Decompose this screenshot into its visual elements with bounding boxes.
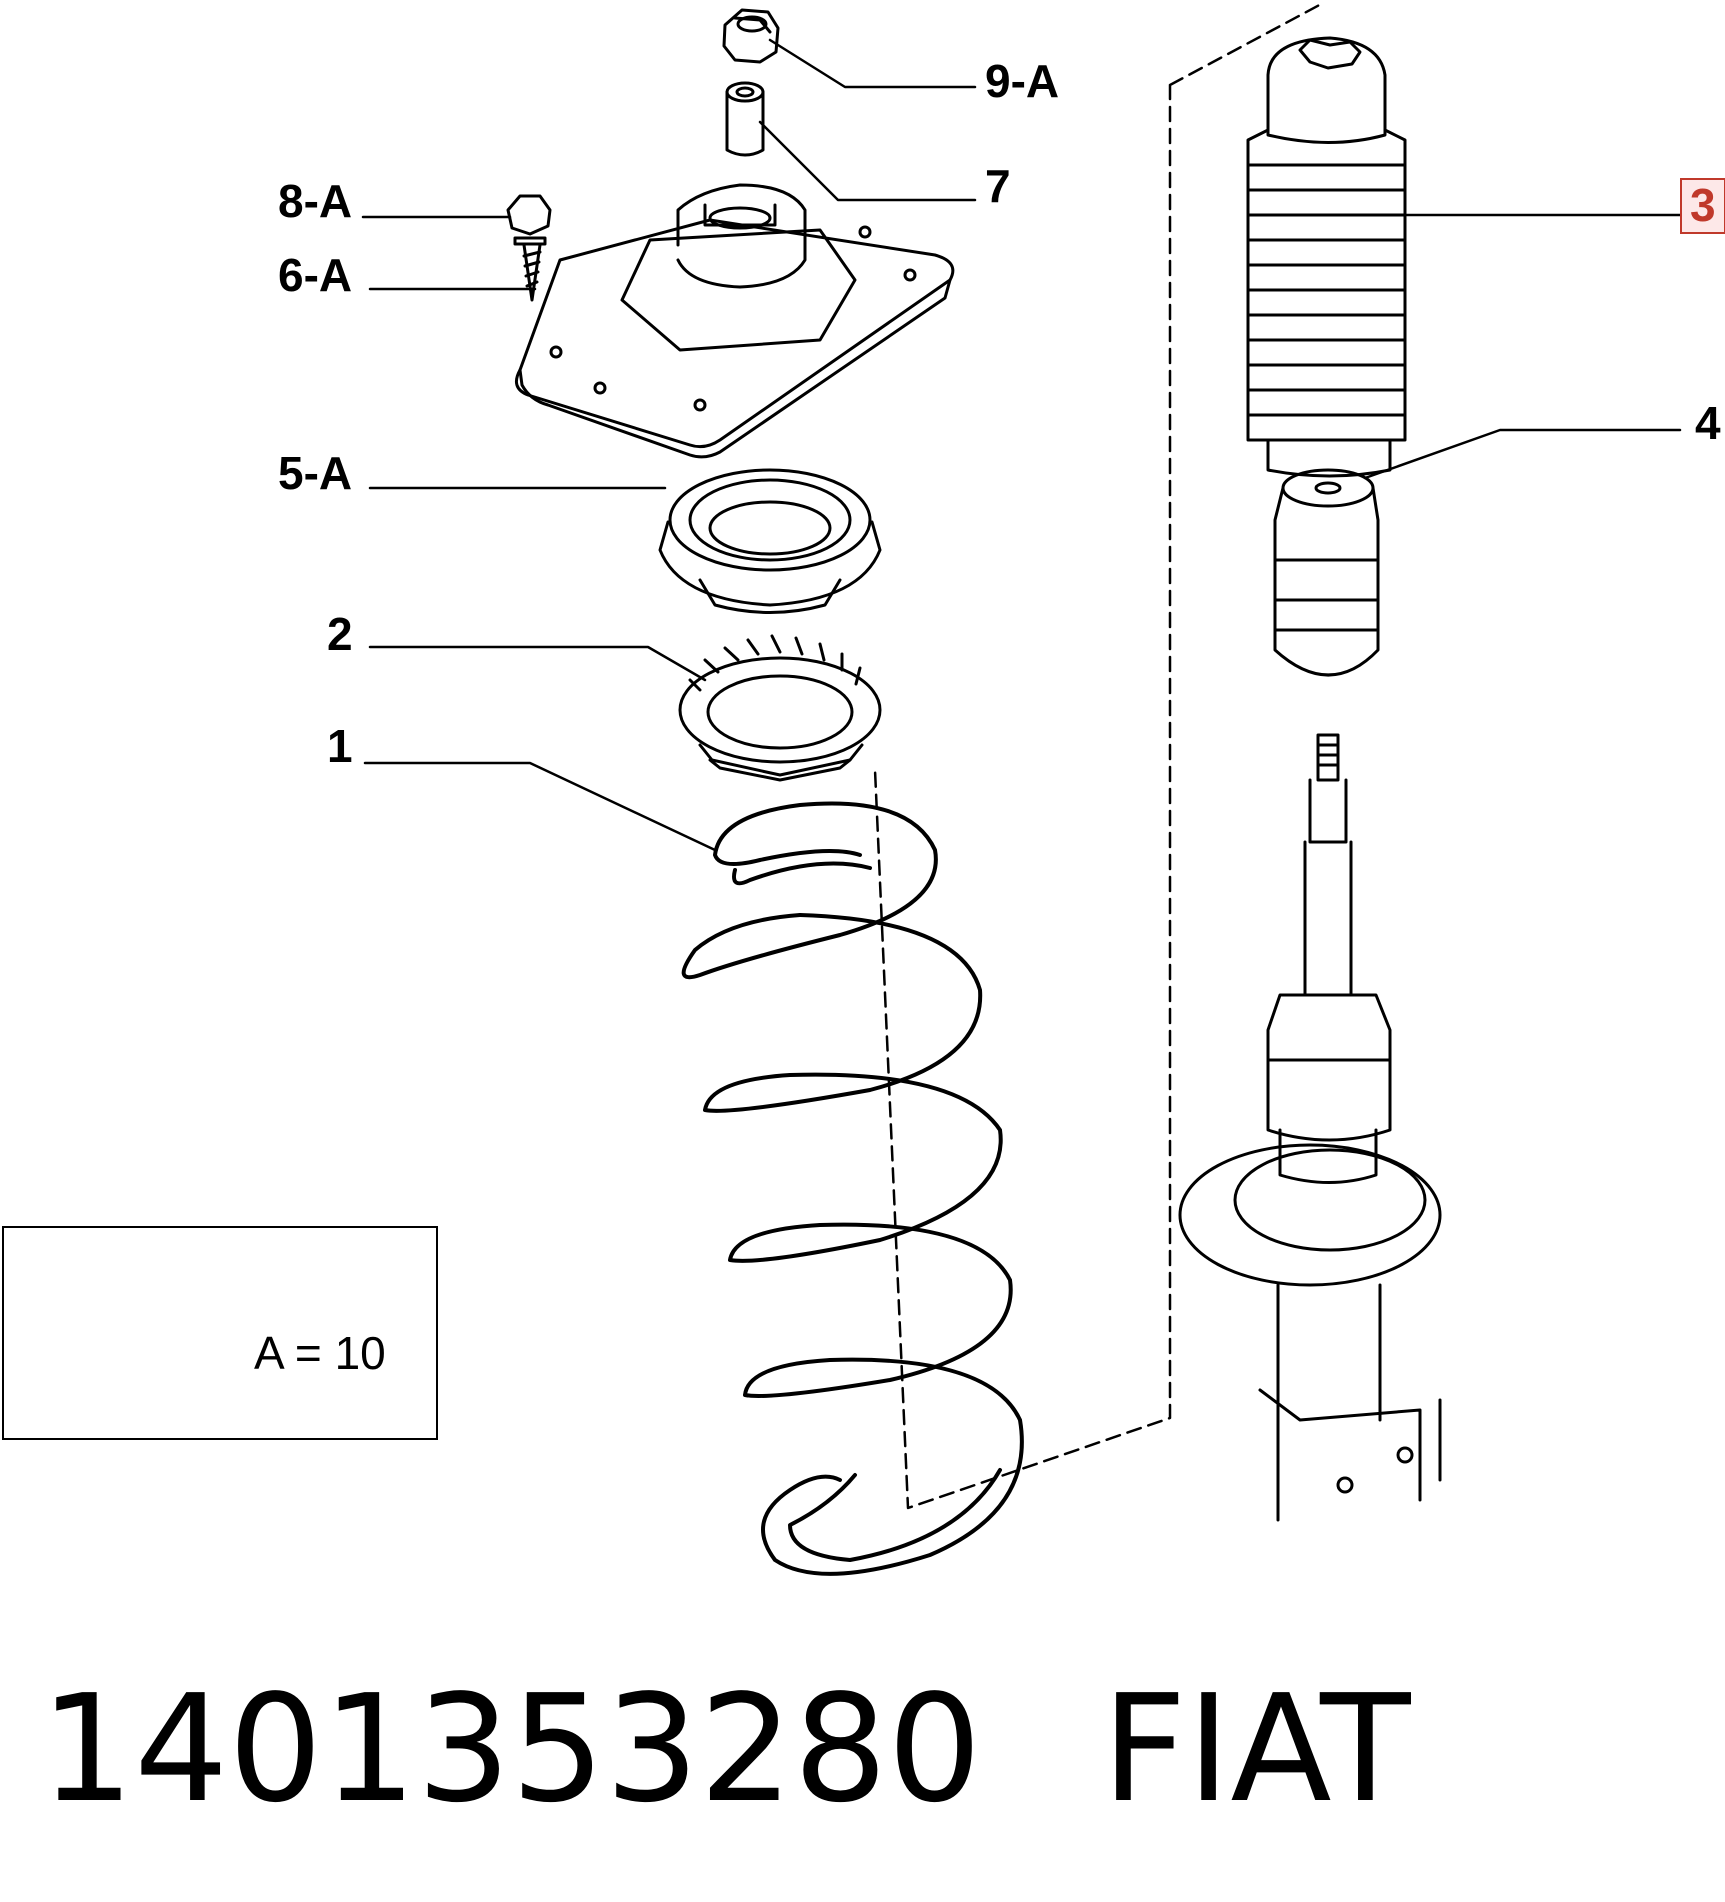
mount-plate-part <box>514 183 955 459</box>
callout-spring: 1 <box>327 720 353 772</box>
spacer-part <box>725 81 765 157</box>
leader-line-9a <box>768 38 977 89</box>
callout-nut: 9-A <box>985 55 1060 107</box>
leader-line-2 <box>368 645 707 682</box>
screw-part <box>506 194 552 302</box>
legend-formula: A = 10 <box>254 1327 386 1379</box>
callout-bump-stop: 4 <box>1695 397 1721 449</box>
nut-part <box>722 8 780 64</box>
leader-line-1 <box>363 761 717 852</box>
callout-boot: 3 <box>1680 178 1725 234</box>
callout-bearing: 5-A <box>278 447 353 499</box>
callout-mount: 6-A <box>278 249 353 301</box>
legend-box <box>2 1226 438 1440</box>
assembly-dashed-outline <box>873 0 1327 1510</box>
shock-absorber-part <box>1178 733 1442 1522</box>
leader-line-7 <box>758 120 977 202</box>
part-number: 1401353280 <box>40 1663 982 1835</box>
leader-line-4 <box>1363 428 1682 480</box>
callout-spacer: 7 <box>985 160 1011 212</box>
callout-seat: 2 <box>327 608 353 660</box>
bearing-part <box>658 468 882 614</box>
callout-screw: 8-A <box>278 175 353 227</box>
spring-seat-part <box>678 634 882 782</box>
dust-boot-part <box>1246 36 1407 478</box>
brand-name: FIAT <box>1101 1663 1411 1835</box>
bump-stop-part <box>1273 468 1380 677</box>
coil-spring-part <box>681 801 1024 1576</box>
